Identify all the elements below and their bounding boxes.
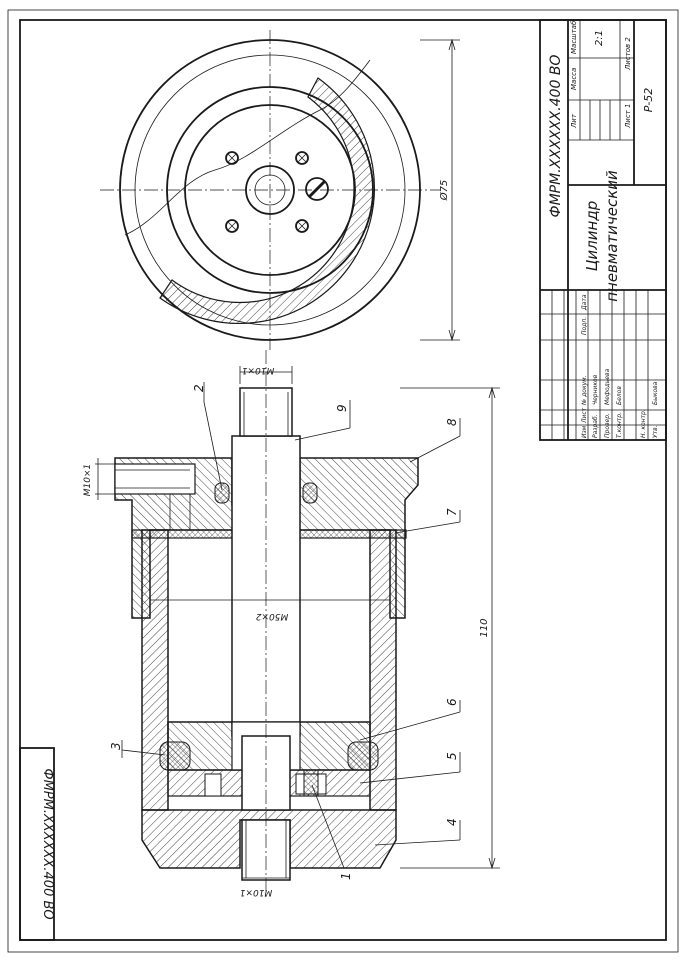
dim-thread-big: М50×2 xyxy=(255,611,288,621)
title-col-mass: Масса xyxy=(570,68,578,90)
break-line xyxy=(124,59,371,236)
dim-diameter: Ø75 xyxy=(438,180,450,202)
hdr-doc: № докум. xyxy=(581,375,588,406)
title-scale-value: 2:1 xyxy=(594,30,605,46)
title-block: ФМРМ.ХХХХХХ.400 ВО Цилиндр пневматически… xyxy=(539,19,667,441)
callouts: 1 2 3 4 5 6 7 8 9 xyxy=(109,382,461,880)
row-name-2: Мефодьева xyxy=(604,368,611,405)
callout-8: 8 xyxy=(445,418,459,426)
hdr-sign: Подп. xyxy=(581,317,588,335)
title-col-scale: Масштаб xyxy=(570,20,578,54)
callout-4: 4 xyxy=(445,818,459,826)
title-name-line1: Цилиндр xyxy=(583,201,601,271)
title-designation: ФМРМ.ХХХХХХ.400 ВО xyxy=(548,55,564,218)
callout-7: 7 xyxy=(445,508,459,516)
row-name-1: Черников xyxy=(592,374,599,405)
dim-thread-rod-top: М10×1 xyxy=(242,365,274,375)
section-view: М10×1 М10×1 М50×2 М10×1 110 xyxy=(83,350,500,900)
piston-seal-left xyxy=(159,741,191,771)
dim-thread-rod-bottom: М10×1 xyxy=(240,887,272,897)
callout-1: 1 xyxy=(339,872,353,880)
designation-box xyxy=(19,747,55,941)
o-ring-rod-left xyxy=(214,482,230,504)
callout-9: 9 xyxy=(335,404,349,412)
drawing-frame xyxy=(19,19,667,941)
callout-2: 2 xyxy=(192,384,206,392)
dim-thread-port: М10×1 xyxy=(83,464,93,496)
hdr-izm: Изм xyxy=(581,425,588,438)
row-role-2: Провер. xyxy=(604,413,611,438)
section-ring xyxy=(159,77,376,325)
dim-length: 110 xyxy=(479,618,490,637)
row-name-5: Быкова xyxy=(652,381,659,405)
screw xyxy=(303,769,319,797)
callout-3: 3 xyxy=(109,742,123,750)
row-role-4: Н. контр. xyxy=(640,409,647,438)
title-org: Р-52 xyxy=(642,88,655,113)
sheet-edge xyxy=(7,9,679,953)
title-sheets: Листов 2 xyxy=(624,37,632,71)
row-name-3: Белов xyxy=(616,386,623,405)
callout-6: 6 xyxy=(445,698,459,706)
row-role-5: Утв. xyxy=(652,425,659,438)
piston-seal-right xyxy=(347,741,379,771)
top-view: Ø75 xyxy=(100,30,460,350)
bolt-holes xyxy=(225,151,309,233)
row-role-1: Разраб. xyxy=(592,414,599,438)
designation-vertical: ФМРМ.ХХХХХХ.400 ВО xyxy=(40,768,55,919)
plate-hole xyxy=(204,773,222,797)
screw-head xyxy=(305,177,329,201)
title-sheet: Лист 1 xyxy=(624,104,632,129)
o-ring-rod-right xyxy=(302,482,318,504)
title-col-lit: Лит xyxy=(570,113,578,129)
hdr-list: Лист xyxy=(581,407,588,424)
hdr-date: Дата xyxy=(581,294,588,311)
row-role-3: Т.контр. xyxy=(616,412,623,438)
title-name-line2: пневматический xyxy=(603,170,621,302)
port-bore xyxy=(114,463,196,495)
callout-5: 5 xyxy=(445,752,459,760)
